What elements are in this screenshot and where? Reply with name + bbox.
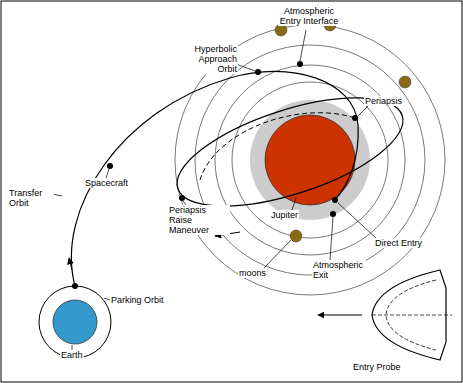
label: Jupiter — [270, 210, 299, 220]
label: Entry Probe — [352, 362, 402, 372]
label: Periapsis Raise Maneuver — [168, 205, 230, 235]
label: Direct Entry — [374, 238, 423, 248]
label: moons — [238, 268, 267, 278]
earth-system — [39, 283, 111, 358]
orbit-points — [107, 61, 358, 217]
atmosphere — [250, 100, 370, 220]
earth-planet — [53, 300, 97, 344]
dashed-orbit — [200, 113, 355, 180]
label: Earth — [60, 350, 84, 360]
moons — [275, 19, 411, 242]
leader-lines — [52, 30, 376, 350]
parking-orbit — [39, 286, 111, 358]
label: Parking Orbit — [110, 295, 165, 305]
direction-arrow — [69, 258, 72, 270]
label: Transfer Orbit — [8, 188, 54, 208]
label: Atmospheric Exit — [312, 260, 366, 280]
label: Periapsis — [364, 96, 403, 106]
transfer-orbit — [71, 71, 358, 286]
jupiter-system — [175, 25, 445, 295]
label: Spacecraft — [84, 178, 129, 188]
label: Atmospheric Entry Interface — [278, 6, 340, 26]
entry-probe — [318, 270, 452, 360]
label: Hyperbolic Approach Orbit — [176, 44, 238, 74]
